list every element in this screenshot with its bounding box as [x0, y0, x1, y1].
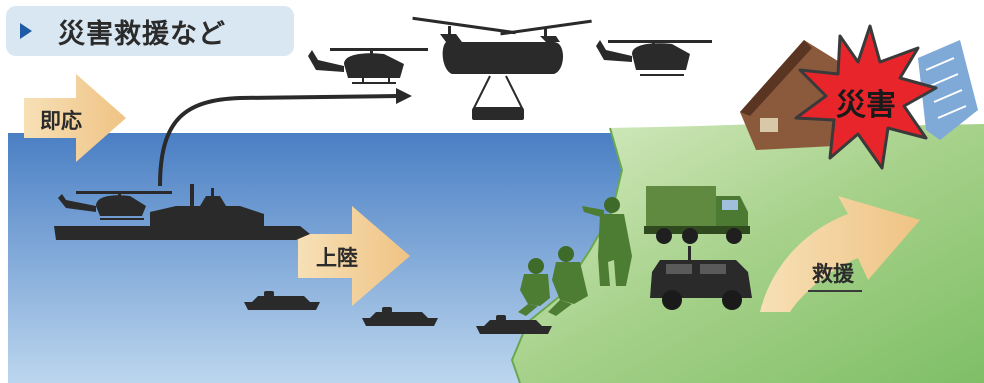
page-title: 災害救援など: [58, 18, 226, 50]
soldier-icon: [582, 197, 632, 286]
helicopter-icon: [308, 48, 428, 84]
disaster-burst-icon: [794, 24, 938, 170]
landing-label: 上陸: [316, 246, 358, 270]
rescue-arrow: [760, 196, 920, 312]
transport-helicopter-icon: [412, 16, 592, 120]
rapid-response-label: 即応: [40, 109, 82, 133]
launch-path-arrow: [158, 88, 412, 187]
truck-icon: [644, 186, 750, 244]
rescue-label: 救援: [812, 262, 854, 286]
ship-silhouette: [54, 184, 310, 240]
building-icon: [918, 40, 978, 140]
vehicle-icon: [650, 246, 752, 310]
landing-craft-icon: [476, 315, 552, 334]
collapsed-house-icon: [740, 40, 846, 150]
disaster-label: 災害: [836, 88, 896, 123]
landing-craft-icon: [244, 291, 320, 310]
landing-craft-icon: [362, 307, 438, 326]
title-banner: 災害救援など: [6, 6, 294, 56]
chevron-right-icon: [20, 23, 32, 39]
land: [512, 124, 984, 383]
helicopter-icon: [596, 40, 712, 76]
soldier-icon: [548, 246, 588, 316]
landing-arrow: [298, 206, 410, 306]
rescue-underline: [808, 290, 862, 292]
soldier-icon: [518, 258, 550, 316]
helicopter-icon: [58, 191, 172, 220]
rapid-response-arrow: [24, 74, 126, 162]
